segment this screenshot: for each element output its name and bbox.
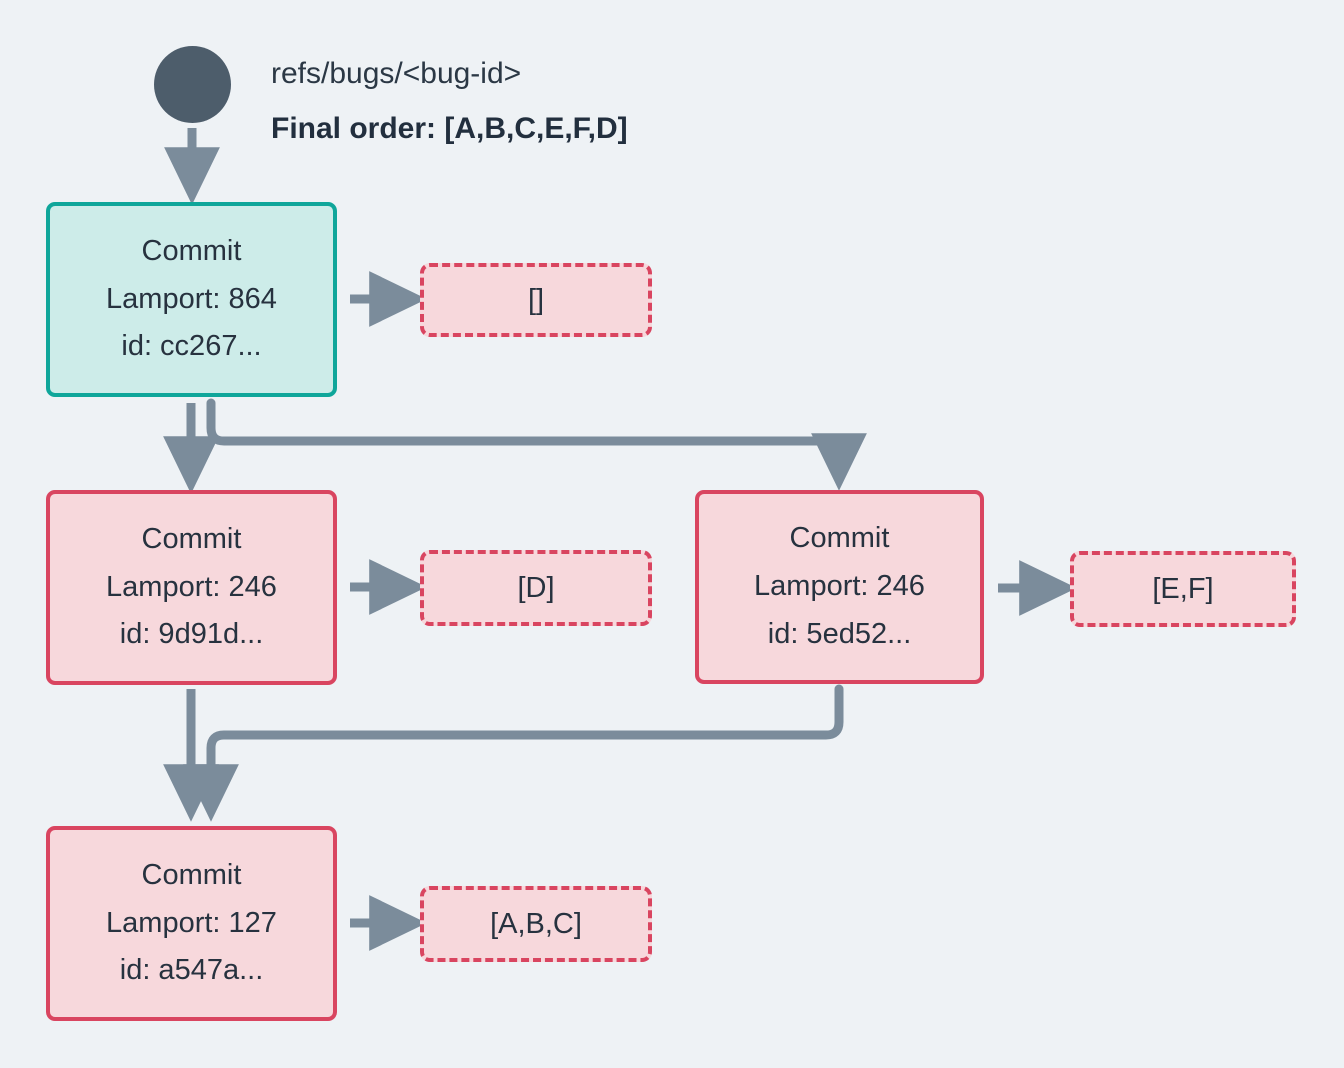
ops-node-5ed52[interactable]: [E,F] [1070,551,1296,627]
ops-node-9d91d[interactable]: [D] [420,550,652,626]
ops-label: [E,F] [1152,572,1214,605]
ops-node-cc267[interactable]: [] [420,263,652,337]
commit-lamport-label: Lamport: 246 [106,570,277,603]
commit-id-label: id: 5ed52... [767,617,912,650]
final-order-label: Final order: [A,B,C,E,F,D] [271,112,628,145]
commit-type-label: Commit [789,522,890,555]
commit-lamport-label: Lamport: 127 [106,906,277,939]
commit-id-label: id: cc267... [121,330,262,363]
ref-path-label: refs/bugs/<bug-id> [271,57,522,90]
root-ref-node[interactable] [154,46,231,123]
ops-label: [D] [517,571,555,604]
ops-label: [A,B,C] [490,907,582,940]
commit-id-label: id: a547a... [119,954,264,987]
commit-node-a547a[interactable]: Commit Lamport: 127 id: a547a... [46,826,337,1021]
commit-lamport-label: Lamport: 864 [106,282,277,315]
commit-lamport-label: Lamport: 246 [754,570,925,603]
commit-type-label: Commit [141,858,242,891]
ops-label: [] [527,283,545,316]
commit-node-9d91d[interactable]: Commit Lamport: 246 id: 9d91d... [46,490,337,685]
commit-type-label: Commit [141,234,242,267]
edge-cc267-to-5ed52 [206,398,867,491]
edge-5ed52-to-a547a [183,684,844,822]
commit-id-label: id: 9d91d... [119,618,264,651]
ops-node-a547a[interactable]: [A,B,C] [420,886,652,962]
commit-node-5ed52[interactable]: Commit Lamport: 246 id: 5ed52... [695,490,984,684]
commit-type-label: Commit [141,522,242,555]
commit-node-cc267[interactable]: Commit Lamport: 864 id: cc267... [46,202,337,397]
